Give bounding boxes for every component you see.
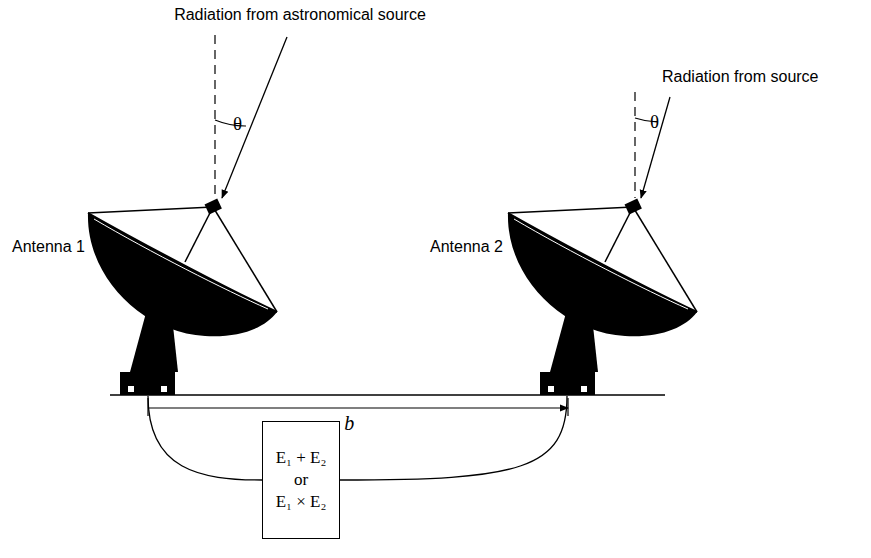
angle-label: θ (650, 112, 659, 133)
baseline-vector (148, 407, 568, 408)
antenna-label: Antenna 1 (12, 238, 85, 256)
baseline-tick (567, 398, 568, 416)
radiation-ray (641, 97, 670, 198)
antenna-1 (88, 199, 277, 395)
radiation-ray (222, 37, 287, 198)
angle-label: θ (233, 114, 242, 135)
zenith-line (214, 35, 215, 198)
combiner-text: E₁ + E₂ or E₁ × E₂ (276, 447, 327, 513)
source-label: Radiation from source (662, 68, 819, 86)
ground-line (110, 394, 665, 395)
signal-cable (148, 396, 262, 480)
zenith-line (634, 92, 635, 198)
combiner-box: E₁ + E₂ or E₁ × E₂ (262, 421, 340, 539)
antenna-2 (508, 199, 697, 395)
baseline-label: b⃗ (342, 412, 372, 434)
antenna-label: Antenna 2 (430, 238, 503, 256)
source-label: Radiation from astronomical source (174, 6, 426, 24)
signal-cable (340, 396, 567, 480)
